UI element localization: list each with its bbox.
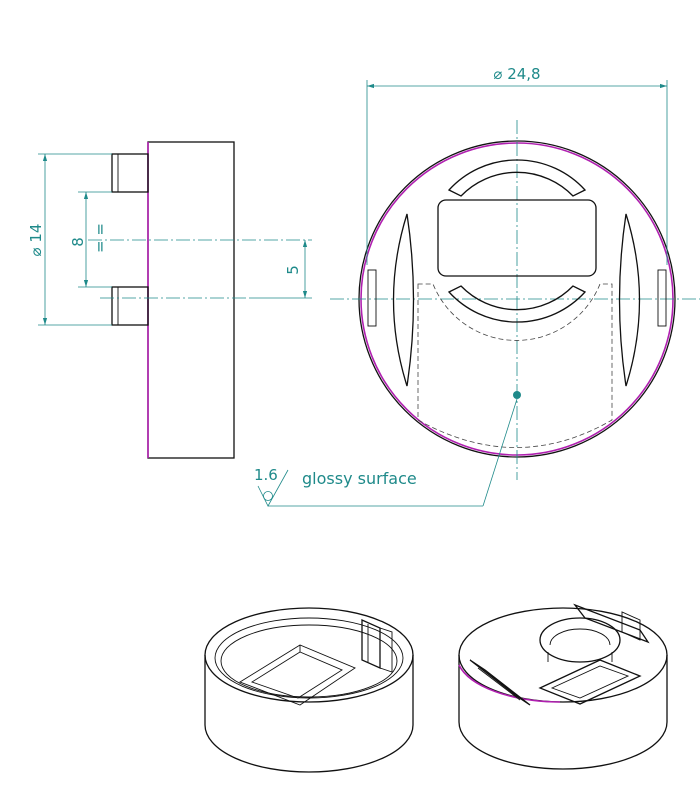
surface-note: glossy surface xyxy=(302,469,417,488)
iso1-top-rim xyxy=(204,607,414,703)
iso1-side-slot xyxy=(361,618,381,670)
iso-view-face-side xyxy=(458,603,668,770)
iso1-cylinder-side xyxy=(204,655,414,773)
front-rect-window xyxy=(437,199,597,277)
front-view: ⌀ 24,8 xyxy=(330,65,700,480)
surface-leader-line xyxy=(482,398,518,507)
surface-point-marker xyxy=(513,391,521,399)
iso2-crescent-slot-left xyxy=(469,659,531,706)
iso1-rect-recess xyxy=(238,644,356,706)
dim-spacing-8-label: 8 xyxy=(69,237,87,247)
dim-offset-5-label: 5 xyxy=(284,265,302,275)
iso2-crescent-slot-right xyxy=(573,603,650,644)
side-view: ⌀ 14 8 = = 5 xyxy=(27,141,312,459)
front-notch-right xyxy=(657,269,667,327)
front-hidden-outline xyxy=(417,283,613,448)
iso2-rect-window xyxy=(538,659,642,705)
roughness-value: 1.6 xyxy=(254,466,278,484)
iso2-top-face xyxy=(458,607,668,703)
side-body-outline xyxy=(147,141,235,459)
front-crescent-left xyxy=(392,213,415,387)
front-slot-bottom xyxy=(447,285,587,323)
surface-finish-callout: 1.6 glossy surface xyxy=(254,398,518,507)
front-slot-top xyxy=(447,159,587,197)
dim-diameter-14-label: ⌀ 14 xyxy=(27,224,45,257)
iso2-cylinder-side xyxy=(458,655,668,770)
dim-diameter-24-8-label: ⌀ 24,8 xyxy=(493,65,540,83)
iso-view-cavity-side xyxy=(204,607,414,773)
dim-equal-label: = = xyxy=(91,223,109,253)
front-notch-left xyxy=(367,269,377,327)
side-tab-upper xyxy=(111,153,149,193)
iso2-ring-opening xyxy=(539,617,621,663)
side-tab-lower xyxy=(111,286,149,326)
front-crescent-right xyxy=(618,213,641,387)
